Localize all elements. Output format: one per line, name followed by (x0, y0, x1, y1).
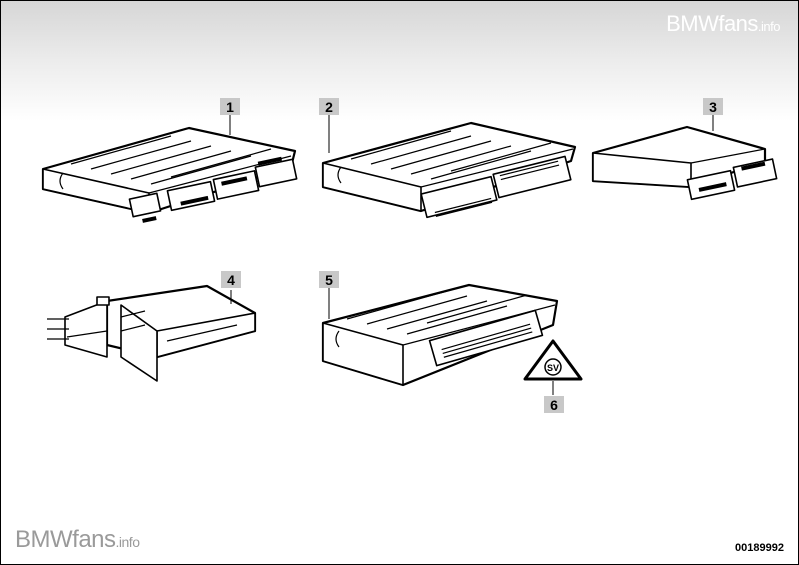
callout-5[interactable]: 5 (319, 271, 339, 288)
watermark-bottom: BMWfans.info (15, 526, 140, 554)
callout-4-label: 4 (227, 272, 235, 288)
part-1-control-unit[interactable] (41, 114, 298, 223)
part-6-warning-label[interactable]: SV (523, 339, 583, 395)
callout-1[interactable]: 1 (220, 98, 240, 115)
part-5-control-unit[interactable] (321, 283, 559, 387)
callout-2[interactable]: 2 (319, 98, 339, 115)
callout-3[interactable]: 3 (703, 98, 723, 115)
watermark-top-brand: BMWfans (666, 11, 758, 36)
watermark-bottom-suffix: .info (115, 534, 140, 550)
callout-4[interactable]: 4 (221, 271, 241, 288)
callout-1-label: 1 (226, 99, 234, 115)
diagram-code: 00189992 (735, 542, 784, 554)
watermark-top-suffix: .info (757, 19, 781, 34)
callout-6-label: 6 (550, 397, 558, 413)
callout-6[interactable]: 6 (544, 396, 564, 413)
callout-5-label: 5 (325, 272, 333, 288)
callout-2-label: 2 (325, 99, 333, 115)
part-2-control-unit[interactable] (321, 114, 577, 219)
part-3-compact-module[interactable] (591, 114, 778, 201)
watermark-bottom-brand: BMWfans (15, 526, 116, 553)
warning-symbol-text: SV (547, 363, 559, 373)
callout-3-label: 3 (709, 99, 717, 115)
watermark-top: BMWfans.info (666, 11, 780, 37)
part-4-mounting-bracket[interactable] (47, 284, 257, 382)
